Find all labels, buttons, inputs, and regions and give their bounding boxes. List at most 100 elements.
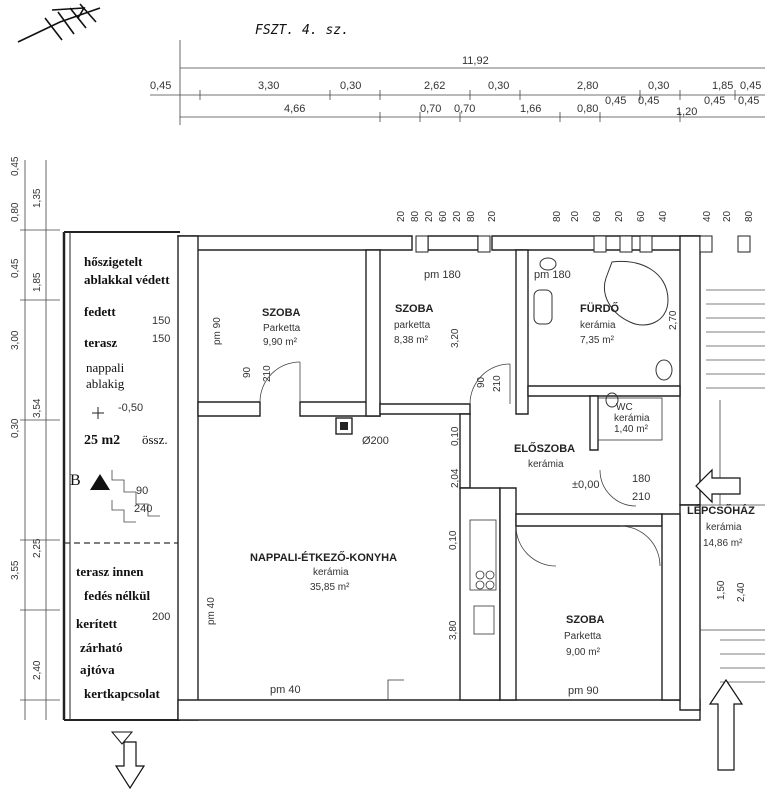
szoba1-w2: 150 [152,333,170,345]
furdo-pm: pm 180 [534,269,571,281]
svg-text:80: 80 [744,210,755,222]
chimney-label: Ø200 [362,435,389,447]
bathroom-fixtures [533,257,673,408]
dim-left-9: 3,55 [10,560,21,580]
door-swing-marker [110,731,134,745]
entrance-arrow-right-icon [695,468,741,504]
szoba2-d2: 210 [492,375,503,392]
dim-row3-2: 0,70 [454,103,475,115]
svg-text:40: 40 [702,210,713,222]
note-lower-2: kerített [76,616,118,631]
wc-box [597,397,663,441]
top-wall-openings [415,235,751,253]
left-dimension-lines [20,160,60,720]
eloszoba-h: 0,10 [450,426,461,446]
terrace-steps [111,470,160,523]
eloszoba-name: ELŐSZOBA [514,442,575,455]
szoba3-floor: Parketta [564,631,602,642]
terrace-d2: 240 [134,503,152,515]
nappali-pm-bottom: pm 40 [270,684,301,696]
note-upper-5: ablakig [86,376,125,391]
dim-row3-5: 0,45 [605,95,626,107]
dim-row2-0: 0,45 [150,80,171,92]
door-swings [259,361,661,567]
dim-row3-3: 1,66 [520,103,541,115]
svg-text:20: 20 [452,210,463,222]
szoba3-name: SZOBA [566,614,605,626]
terrace-w: 200 [152,611,170,623]
note-lower-0: terasz innen [76,564,144,579]
dim-left-10: 2,40 [32,660,43,680]
dim-left-0: 0,45 [10,156,21,176]
svg-text:80: 80 [410,210,421,222]
nappali-name: NAPPALI-ÉTKEZŐ-KONYHA [250,551,397,564]
szoba2-floor: parketta [394,320,431,331]
section-triangle-icon [90,474,110,490]
eloszoba-d2: 210 [632,491,650,503]
szoba1-d2: 210 [262,365,273,382]
level-marker-icon [92,407,104,419]
szoba2-h: 3,20 [450,328,461,348]
note-upper-1: ablakkal védett [84,272,170,287]
nappali-floor: kerámia [313,567,349,578]
dim-row3-1: 0,70 [420,103,441,115]
szoba2-area: 8,38 m² [394,335,429,346]
note-lower-3: zárható [80,640,123,655]
szoba3-area: 9,00 m² [566,647,601,658]
dim-row2-1: 3,30 [258,80,279,92]
lepcsohaz-d1: 1,50 [716,580,727,600]
eloszoba-level: ±0,00 [572,479,599,491]
svg-text:20: 20 [614,210,625,222]
svg-text:80: 80 [466,210,477,222]
dim-left-1: 0,80 [10,202,21,222]
svg-text:20: 20 [396,210,407,222]
nappali-pm-left: pm 40 [206,597,217,625]
terrace-outline [62,231,180,721]
note-lower-1: fedés nélkül [84,588,150,603]
dim-left-4: 1,85 [32,272,43,292]
dim-left-8: 2,25 [32,538,43,558]
svg-text:80: 80 [552,210,563,222]
note-upper-3: terasz [84,335,117,350]
szoba2-pm: pm 180 [424,269,461,281]
header-title: FSZT. 4. sz. [255,23,349,38]
dim-total: 11,92 [462,55,489,67]
szoba1-floor: Parketta [263,323,301,334]
eloszoba-h2: 2,04 [450,468,461,488]
nappali-h: 3,80 [448,620,459,640]
dim-left-7: 3,54 [32,398,43,418]
north-sketch-icon [17,3,101,43]
svg-text:60: 60 [636,210,647,222]
note-area-suffix: össz. [142,432,168,447]
svg-text:20: 20 [424,210,435,222]
dim-row3-7: 1,20 [676,106,697,118]
eloszoba-floor: kerámia [528,459,564,470]
lepcsohaz-floor: kerámia [706,522,742,533]
opening-labels: 20 80 20 60 20 80 20 80 20 60 20 60 40 4… [396,210,755,222]
furdo-h: 2,70 [668,310,679,330]
note-lower-5: kertkapcsolat [84,686,161,701]
svg-text:60: 60 [438,210,449,222]
dim-row3-9: 0,45 [738,95,759,107]
nappali-h2: 0,10 [448,530,459,550]
svg-text:20: 20 [487,210,498,222]
szoba1-door: pm 90 [212,317,223,345]
dim-left-2: 1,35 [32,188,43,208]
dim-row2-4: 0,30 [488,80,509,92]
section-mark: B [70,472,81,489]
szoba1-d1: 90 [242,366,253,378]
note-upper-4: nappali [86,360,125,375]
szoba2-name: SZOBA [395,303,434,315]
lepcsohaz-name: LÉPCSŐHÁZ [687,504,755,517]
note-upper-0: hőszigetelt [84,254,143,269]
note-upper-2: fedett [84,304,116,319]
szoba1-w1: 150 [152,315,170,327]
dim-row2-5: 2,80 [577,80,598,92]
szoba3-pm: pm 90 [568,685,599,697]
svg-text:40: 40 [658,210,669,222]
dim-row3-0: 4,66 [284,103,305,115]
wc-name: WC [616,402,633,413]
svg-text:60: 60 [592,210,603,222]
szoba2-d1: 90 [476,376,487,388]
